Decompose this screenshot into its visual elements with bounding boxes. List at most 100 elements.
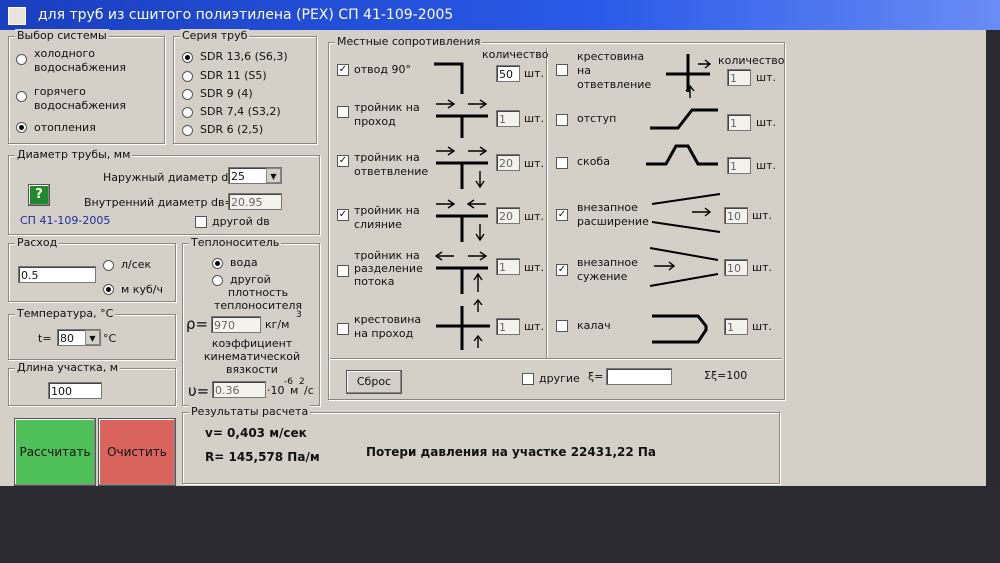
temperature-legend: Температура, °C: [15, 307, 116, 320]
diameter-legend: Диаметр трубы, мм: [15, 148, 133, 161]
system-option-hot: горячего водоснабжения: [34, 85, 126, 112]
flow-input[interactable]: 0.5: [18, 266, 96, 283]
inner-diameter-label: Внутренний диаметр dв=: [84, 196, 234, 209]
expansion-qty[interactable]: 10: [724, 207, 748, 224]
outer-diameter-label: Наружный диаметр dн=: [103, 171, 245, 184]
offset-qty[interactable]: 1: [727, 114, 751, 131]
temperature-unit: °C: [103, 332, 117, 345]
series-radio-4[interactable]: [182, 125, 193, 136]
series-legend: Серия труб: [180, 29, 250, 42]
help-caption-link[interactable]: СП 41-109-2005: [20, 214, 111, 227]
viscosity-unit-power-exponent: -6: [284, 377, 293, 387]
offset-label: отступ: [577, 112, 617, 125]
series-radio-3[interactable]: [182, 107, 193, 118]
cross-branch-label: крестовина на ответвление: [577, 50, 652, 91]
cross-pass-unit: шт.: [524, 320, 544, 333]
temperature-select[interactable]: 80 ▼: [57, 329, 101, 346]
expansion-checkbox[interactable]: ✓: [556, 209, 568, 221]
series-radio-1[interactable]: [182, 71, 193, 82]
tee-split-checkbox[interactable]: [337, 265, 349, 277]
series-option-3: SDR 7,4 (S3,2): [200, 105, 281, 118]
other-resistances-label: другие: [539, 372, 580, 385]
tee-branch-checkbox[interactable]: ✓: [337, 155, 349, 167]
elbow-90-label: отвод 90°: [354, 63, 411, 76]
elbow-90-qty[interactable]: 50: [496, 65, 520, 82]
xi-input[interactable]: [606, 368, 672, 385]
system-option-heating: отопления: [34, 121, 96, 134]
tee-pass-checkbox[interactable]: [337, 106, 349, 118]
system-legend: Выбор системы: [15, 29, 109, 42]
title-bar[interactable]: для труб из сшитого полиэтилена (PEX) СП…: [0, 0, 1000, 30]
reset-button[interactable]: Сброс: [346, 370, 402, 394]
cross-pass-checkbox[interactable]: [337, 323, 349, 335]
coolant-radio-water[interactable]: [212, 258, 223, 269]
bracket-label: скоба: [577, 155, 610, 168]
cross-branch-qty[interactable]: 1: [727, 69, 751, 86]
other-diameter-checkbox[interactable]: [195, 216, 207, 228]
outer-diameter-select[interactable]: 25 ▼: [228, 167, 282, 184]
u-bend-checkbox[interactable]: [556, 320, 568, 332]
system-radio-cold[interactable]: [16, 54, 27, 65]
series-option-1: SDR 11 (S5): [200, 69, 267, 82]
system-group: Выбор системы: [8, 29, 165, 144]
clear-button[interactable]: Очистить: [98, 418, 176, 486]
system-radio-hot[interactable]: [16, 91, 27, 102]
temperature-group: Температура, °C: [8, 307, 176, 360]
offset-checkbox[interactable]: [556, 114, 568, 126]
flow-unit-ls: л/сек: [121, 258, 152, 271]
chevron-down-icon[interactable]: ▼: [266, 168, 281, 183]
other-resistances-checkbox[interactable]: [522, 373, 534, 385]
expansion-unit: шт.: [752, 209, 772, 222]
local-legend: Местные сопротивления: [335, 35, 483, 48]
bracket-icon: [646, 144, 718, 166]
offset-icon: [650, 108, 718, 130]
inner-diameter-field[interactable]: 20.95: [228, 193, 282, 210]
bracket-checkbox[interactable]: [556, 157, 568, 169]
app-icon: [8, 7, 26, 25]
calculate-button[interactable]: Рассчитать: [14, 418, 96, 486]
flow-group: Расход: [8, 236, 176, 302]
local-column-divider: [546, 48, 547, 358]
series-radio-0[interactable]: [182, 52, 193, 63]
velocity-result: v= 0,403 м/сек: [205, 426, 307, 440]
tee-merge-qty[interactable]: 20: [496, 207, 520, 224]
series-radio-2[interactable]: [182, 89, 193, 100]
cross-branch-checkbox[interactable]: [556, 64, 568, 76]
chevron-down-icon[interactable]: ▼: [85, 330, 100, 345]
system-option-cold: холодного водоснабжения: [34, 47, 126, 74]
coolant-option-other: другой: [230, 273, 271, 286]
tee-pass-label: тройник на проход: [354, 101, 420, 128]
elbow-90-checkbox[interactable]: ✓: [337, 64, 349, 76]
cross-pass-icon: [436, 298, 490, 350]
series-option-4: SDR 6 (2,5): [200, 123, 264, 136]
flow-unit-m3h: м куб/ч: [121, 283, 163, 296]
system-radio-heating[interactable]: [16, 122, 27, 133]
flow-radio-ls[interactable]: [103, 260, 114, 271]
elbow-90-unit: шт.: [524, 67, 544, 80]
u-bend-qty[interactable]: 1: [724, 318, 748, 335]
coolant-option-water: вода: [230, 256, 258, 269]
tee-merge-checkbox[interactable]: ✓: [337, 209, 349, 221]
contraction-checkbox[interactable]: ✓: [556, 264, 568, 276]
density-field[interactable]: 970: [211, 316, 261, 333]
tee-pass-icon: [436, 99, 488, 138]
bracket-qty[interactable]: 1: [727, 157, 751, 174]
cross-pass-qty[interactable]: 1: [496, 318, 520, 335]
coolant-radio-other[interactable]: [212, 275, 223, 286]
flow-radio-m3h[interactable]: [103, 284, 114, 295]
u-bend-icon: [652, 314, 708, 344]
tee-branch-qty[interactable]: 20: [496, 154, 520, 171]
length-input[interactable]: 100: [48, 382, 102, 399]
viscosity-field[interactable]: 0.36: [212, 381, 266, 398]
contraction-qty[interactable]: 10: [724, 259, 748, 276]
tee-pass-qty[interactable]: 1: [496, 110, 520, 127]
density-caption: плотность теплоносителя: [213, 286, 303, 312]
window-edge-bottom: [0, 486, 1000, 563]
help-button[interactable]: ?: [28, 184, 50, 206]
tee-split-qty[interactable]: 1: [496, 258, 520, 275]
u-bend-unit: шт.: [752, 320, 772, 333]
diameter-group: Диаметр трубы, мм: [8, 148, 320, 235]
viscosity-unit-meter-exponent: 2: [299, 377, 305, 387]
tee-split-label: тройник на разделение потока: [354, 249, 423, 288]
